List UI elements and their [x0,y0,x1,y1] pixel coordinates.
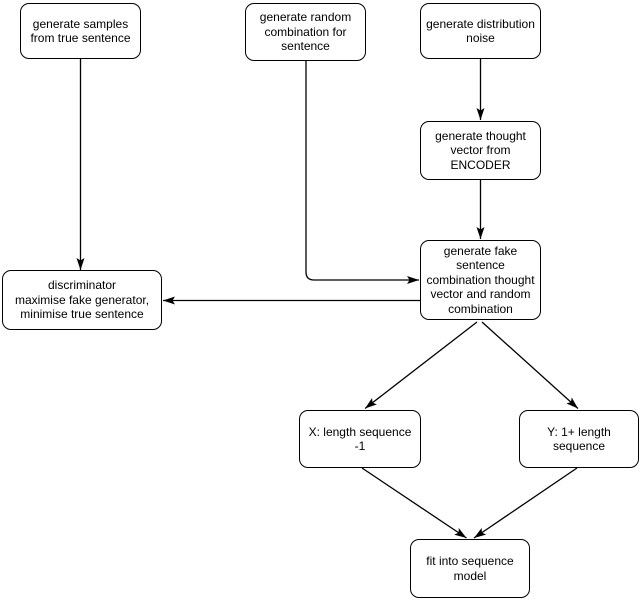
node-generate-distribution-noise: generate distribution noise [420,3,541,59]
node-fit-into-sequence-model: fit into sequence model [410,539,530,598]
arrow-y-length-to-fit-model [473,467,578,539]
node-generate-thought-vector-from-encoder: generate thought vector from ENCODER [420,121,541,180]
node-y-length-sequence: Y: 1+ length sequence [519,410,639,468]
arrow-x-length-to-fit-model [361,467,467,539]
node-generate-samples-from-true-sentence: generate samples from true sentence [20,3,141,59]
arrow-random-combination-to-fake-sentence [305,61,419,284]
arrow-fake-sentence-to-y-length [481,321,579,409]
node-generate-random-combination-for-sentence: generate random combination for sentence [245,3,366,61]
node-x-length-sequence: X: length sequence -1 [299,410,421,468]
node-discriminator: discriminator maximise fake generator, m… [2,270,162,330]
node-generate-fake-sentence: generate fake sentence combination thoug… [420,240,541,320]
arrow-fake-sentence-to-x-length [364,321,478,410]
